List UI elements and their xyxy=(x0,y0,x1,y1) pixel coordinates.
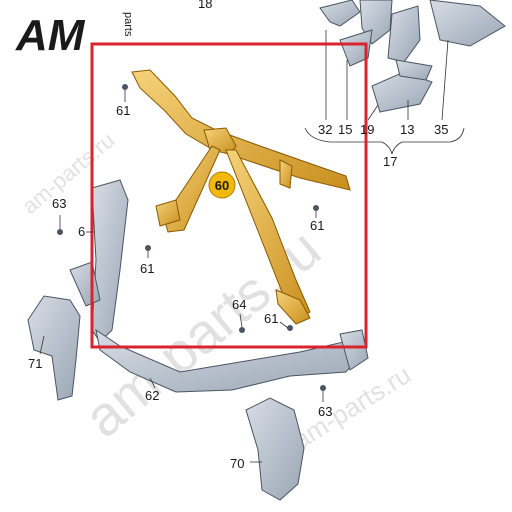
callout-6: 6 xyxy=(78,224,85,239)
logo-am: AM xyxy=(15,11,86,60)
callout-15: 15 xyxy=(338,122,352,137)
callout-35: 35 xyxy=(434,122,448,137)
callout-62: 62 xyxy=(145,388,159,403)
lower-cross-member xyxy=(95,328,369,393)
part-left-frame-upright xyxy=(91,179,129,343)
callout-71: 71 xyxy=(28,356,42,371)
bolt-63-lower xyxy=(320,385,326,391)
part-upper-bracket-e xyxy=(429,0,506,47)
part-lower-beam-end xyxy=(339,329,369,371)
part-upper-bracket-g xyxy=(395,59,433,81)
callout-18: 18 xyxy=(198,0,212,11)
bolt-group xyxy=(57,84,326,391)
callout-64: 64 xyxy=(232,297,246,312)
callout-60: 60 xyxy=(215,178,229,193)
bolt-61-lower xyxy=(287,325,293,331)
callout-61-left: 61 xyxy=(140,261,154,276)
bolt-63-left xyxy=(57,229,63,235)
callout-61-top: 61 xyxy=(116,103,130,118)
bolt-61-left xyxy=(145,245,151,251)
callout-63-lower: 63 xyxy=(318,404,332,419)
callout-17: 17 xyxy=(383,154,397,169)
part-60-frame xyxy=(131,69,351,325)
callout-19: 19 xyxy=(360,122,374,137)
part-upper-bracket-a xyxy=(319,0,361,27)
part-upper-bracket-c xyxy=(339,29,373,67)
callout-32: 32 xyxy=(318,122,332,137)
callout-13: 13 xyxy=(400,122,414,137)
part-upper-bracket-d xyxy=(387,5,421,63)
callout-labels: 18 32 15 19 13 35 17 61 61 61 61 63 6 64… xyxy=(28,0,448,471)
bolt-61-right xyxy=(313,205,319,211)
bracket-70 xyxy=(245,397,305,501)
callout-61-lower: 61 xyxy=(264,311,278,326)
logo-parts: parts xyxy=(122,12,134,37)
highlight-box xyxy=(90,42,368,349)
part-upper-bracket-f xyxy=(371,71,433,113)
lower-leaders xyxy=(39,90,324,463)
badge-60: 60 xyxy=(208,171,236,199)
bracket-71 xyxy=(27,295,81,401)
bolt-61-top xyxy=(122,84,128,90)
am-parts-logo: AM parts xyxy=(15,11,134,60)
callout-70: 70 xyxy=(230,456,244,471)
callout-61-right: 61 xyxy=(310,218,324,233)
bolt-64 xyxy=(239,327,245,333)
upper-panel-assembly xyxy=(319,0,506,113)
callout-63-left: 63 xyxy=(52,196,66,211)
